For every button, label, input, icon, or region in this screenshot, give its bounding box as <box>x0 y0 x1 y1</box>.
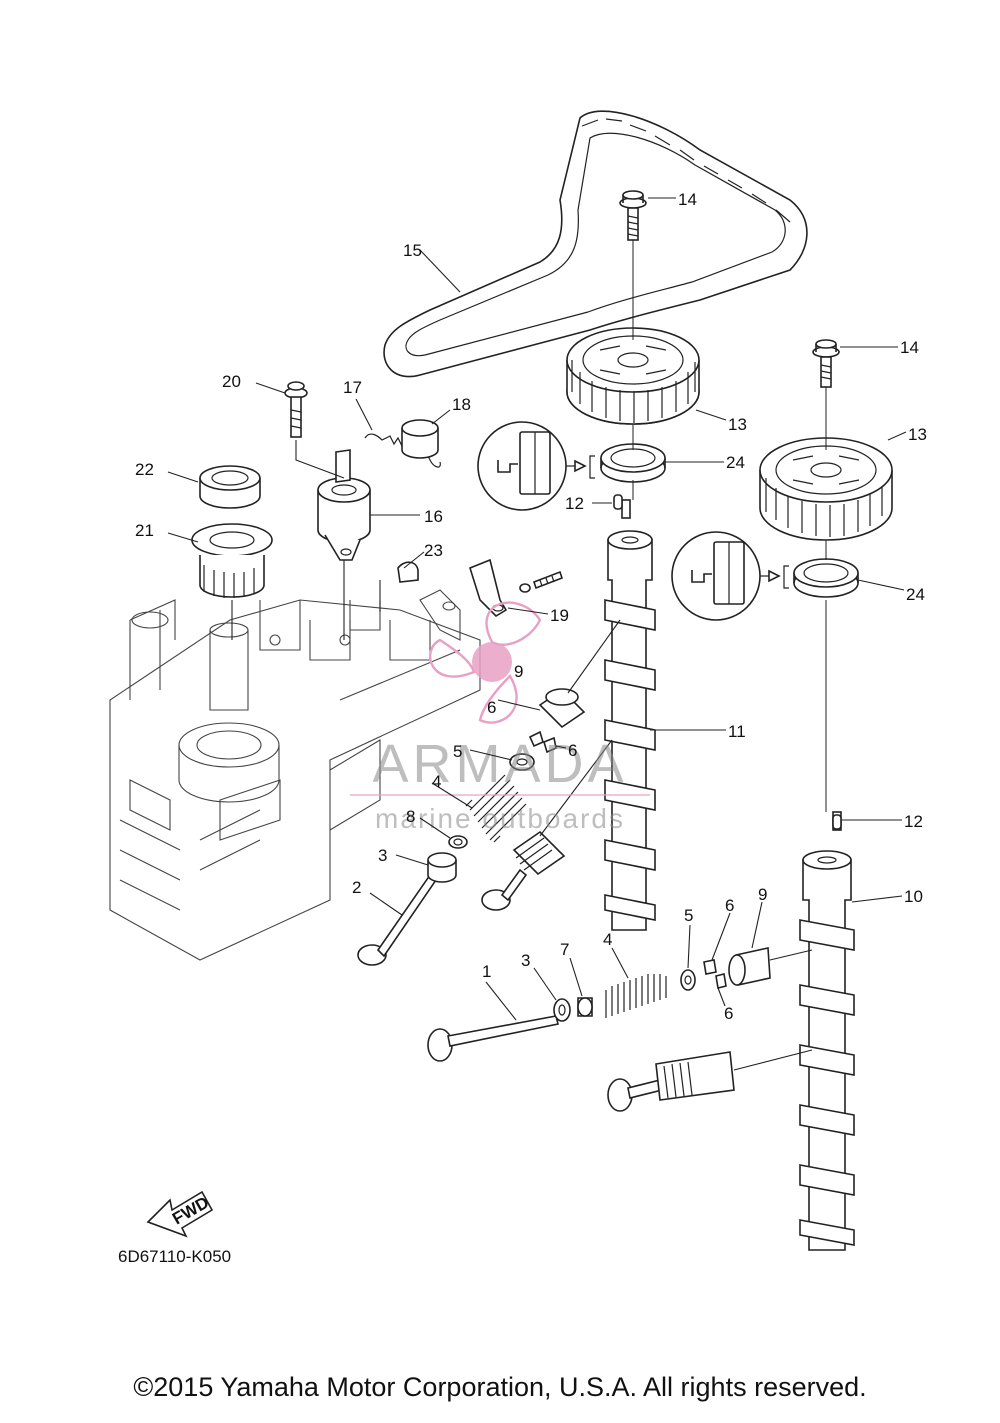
watermark-blade-icon <box>478 674 518 724</box>
callout-11: 11 <box>728 722 746 741</box>
watermark-brand: ARMADA <box>372 734 627 794</box>
dowel-pin-upper <box>613 494 623 510</box>
callout-6: 6 <box>568 741 577 760</box>
valve-seal-lower <box>553 998 571 1022</box>
spring-retainer-left <box>509 753 535 771</box>
watermark-hub-icon <box>472 642 512 682</box>
callout-23: 23 <box>424 541 443 560</box>
copyright-notice: ©2015 Yamaha Motor Corporation, U.S.A. A… <box>133 1372 867 1402</box>
valve-spring-lower <box>605 974 667 1018</box>
belt-tensioner <box>317 449 371 561</box>
callout-1: 1 <box>482 962 491 981</box>
crankshaft-nut <box>199 465 261 509</box>
valve-seal-left <box>427 852 457 883</box>
valve-lifter-left <box>538 688 586 729</box>
callout-6: 6 <box>725 896 734 915</box>
seal-detail-right <box>671 531 789 621</box>
seal-detail-upper <box>477 421 595 511</box>
valve-lifter-lower <box>728 947 771 986</box>
valve-cotters-left <box>528 730 557 754</box>
callout-5: 5 <box>453 742 462 761</box>
stem-seal-lower <box>577 997 593 1017</box>
callout-3: 3 <box>378 846 387 865</box>
timing-belt <box>383 110 808 378</box>
callout-12: 12 <box>904 812 923 831</box>
spring-retainer-lower <box>680 969 696 991</box>
callout-15: 15 <box>403 241 422 260</box>
watermark-logo: ARMADA marine outboards <box>350 601 650 834</box>
callout-5: 5 <box>684 906 693 925</box>
callout-19: 19 <box>550 606 569 625</box>
callout-18: 18 <box>452 395 471 414</box>
callout-20: 20 <box>222 372 241 391</box>
callout-16: 16 <box>424 507 443 526</box>
diagram-code: 6D67110-K050 <box>118 1247 231 1266</box>
drive-pulley <box>191 523 273 598</box>
callout-24: 24 <box>906 585 925 604</box>
camshaft-upper <box>604 499 656 931</box>
callout-13: 13 <box>728 415 747 434</box>
oil-seal-upper <box>600 443 666 483</box>
exhaust-valve <box>357 873 438 966</box>
oil-seal-right <box>793 558 859 598</box>
callout-9: 9 <box>514 662 523 681</box>
tensioner-collar <box>401 419 439 459</box>
callout-7: 7 <box>560 940 569 959</box>
callout-21: 21 <box>135 521 154 540</box>
assembled-valve-lower <box>607 1051 735 1112</box>
valve-stem-seal <box>448 835 468 849</box>
callout-12: 12 <box>565 494 584 513</box>
callout-9: 9 <box>758 885 767 904</box>
watermark-tagline: marine outboards <box>375 803 625 834</box>
dowel-pin-lower <box>832 814 842 830</box>
callout-8: 8 <box>406 807 415 826</box>
watermark-blade-icon <box>485 601 542 646</box>
callout-4: 4 <box>603 930 612 949</box>
tensioner-bracket <box>469 558 564 618</box>
watermark-blade-icon <box>429 638 476 678</box>
callout-14: 14 <box>678 190 697 209</box>
callout-4: 4 <box>432 772 441 791</box>
callout-2: 2 <box>352 878 361 897</box>
valve-cotters-lower <box>703 959 727 989</box>
callout-6: 6 <box>724 1004 733 1023</box>
callout-13: 13 <box>908 425 927 444</box>
gear-bolt-right <box>812 339 840 388</box>
callout-10: 10 <box>904 887 923 906</box>
camshaft-lower <box>799 811 855 1251</box>
callout-17: 17 <box>343 378 362 397</box>
intake-valve <box>427 1015 559 1062</box>
gear-bolt-upper <box>619 190 647 241</box>
assembled-valve-left <box>481 830 566 911</box>
cam-sprocket-right <box>759 437 893 541</box>
fwd-arrow-icon: FWD <box>146 1190 214 1238</box>
callout-14: 14 <box>900 338 919 357</box>
cam-sprocket-upper <box>566 327 700 425</box>
callout-24: 24 <box>726 453 745 472</box>
callout-3: 3 <box>521 951 530 970</box>
woodruff-key <box>397 561 419 583</box>
callout-6: 6 <box>487 698 496 717</box>
tensioner-bolt <box>284 381 308 438</box>
callout-22: 22 <box>135 460 154 479</box>
